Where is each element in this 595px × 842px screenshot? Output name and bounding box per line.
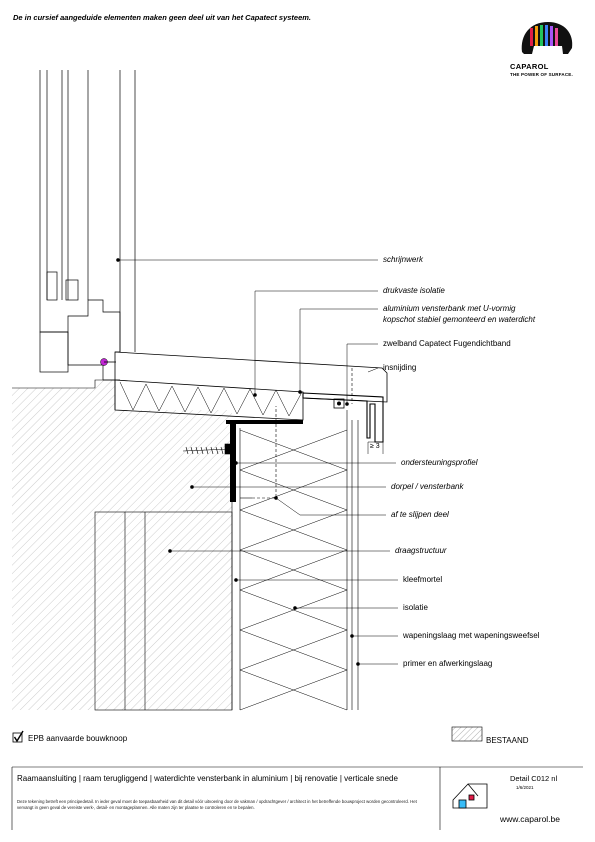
label-isolatie: isolatie [403,603,428,612]
footer-disclaimer: Deze tekening betreft een principedetail… [17,799,417,810]
label-dimension: ≥ 3 [370,443,380,450]
header-note: De in cursief aangeduide elementen maken… [13,13,312,22]
brand-name: CAPAROL [510,62,549,71]
footer-date: 1/6/2021 [516,785,534,790]
label-primer: primer en afwerkingslaag [403,659,493,668]
label-draagstructuur: draagstructuur [395,546,447,555]
label-ondersteuningsprofiel: ondersteuningsprofiel [401,458,478,467]
footer-separators [11,766,583,830]
label-af-te-slijpen: af te slijpen deel [391,510,449,519]
screw-dowel-icon [182,443,231,455]
screw-frame-icon [100,358,116,366]
window-frame [39,70,136,381]
dorpel-board [114,351,388,421]
label-insnijding: insnijding [383,363,417,372]
brand-tagline: THE POWER OF SURFACE. [510,72,573,77]
legend-bestaand: BESTAAND [486,736,529,745]
caparol-elephant-logo [521,22,573,54]
label-drukvaste-isolatie: drukvaste isolatie [383,286,445,295]
existing-masonry [12,379,232,710]
af-te-slijpen-deel [252,368,353,499]
label-vensterbank-line2: kopschot stabiel gemonteerd en waterdich… [383,315,536,324]
bestaand-swatch [451,726,483,742]
label-zwelband: zwelband Capatect Fugendichtband [383,339,511,348]
label-schrijnwerk: schrijnwerk [383,255,424,264]
drukvaste-isolatie [119,381,303,417]
label-kleefmortel: kleefmortel [403,575,443,584]
footer-url[interactable]: www.caparol.be [500,814,561,824]
footer-title: Raamaansluiting | raam terugliggend | wa… [17,774,398,783]
ondersteuningsprofiel [226,420,236,502]
legend-epb: EPB aanvaarde bouwknoop [28,734,128,743]
label-vensterbank-line1: aluminium vensterbank met U-vormig [383,304,516,313]
leader-lines [116,258,398,666]
dimension-mark [367,441,384,454]
aluminium-vensterbank [235,392,384,443]
label-wapeningslaag: wapeningslaag met wapeningsweefsel [403,631,540,640]
footer-detail-number: Detail C012 nl [510,774,558,783]
label-dorpel: dorpel / vensterbank [391,482,464,491]
check-icon [12,730,24,743]
house-icon [452,783,488,809]
isolatie-panel [231,410,359,711]
